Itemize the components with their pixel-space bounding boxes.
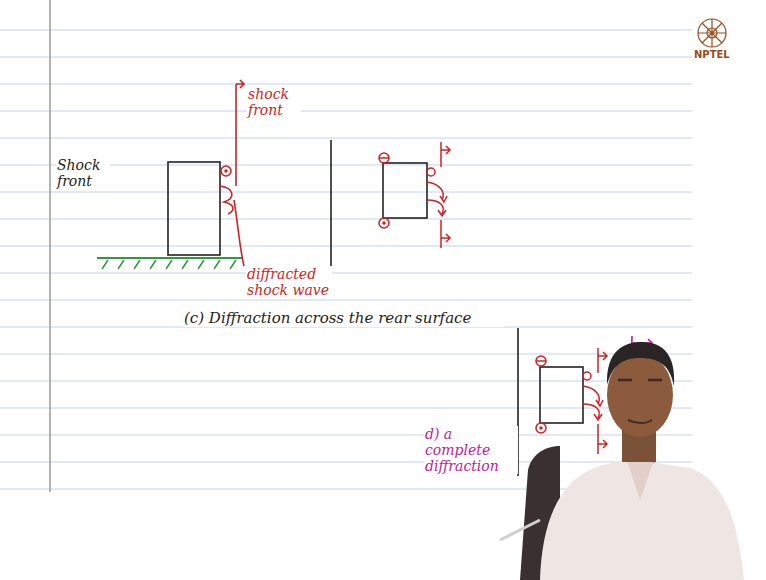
ruled-line bbox=[0, 462, 692, 463]
sketch-stroke bbox=[379, 153, 389, 163]
building-figure bbox=[97, 80, 331, 282]
ruled-line bbox=[0, 408, 692, 409]
sketch-stroke bbox=[540, 458, 744, 580]
ruled-line bbox=[0, 192, 692, 193]
sketch-stroke bbox=[225, 170, 227, 172]
presenter-figure bbox=[500, 342, 744, 580]
block-figure-2 bbox=[379, 142, 450, 248]
ruled-paper bbox=[0, 30, 692, 489]
ruled-line bbox=[0, 219, 692, 220]
ruled-line bbox=[0, 381, 692, 382]
sketch-stroke bbox=[427, 200, 446, 216]
sketch-stroke bbox=[379, 218, 389, 228]
sketch-stroke bbox=[102, 260, 236, 269]
sketch-stroke bbox=[583, 386, 603, 406]
shock-front-callout: shock front bbox=[247, 86, 301, 118]
sketch-stroke bbox=[598, 424, 607, 454]
sketch-stroke bbox=[536, 356, 546, 366]
sketch-stroke bbox=[379, 142, 450, 248]
sketch-stroke bbox=[698, 19, 726, 47]
sketch-stroke bbox=[607, 342, 674, 386]
ruled-line bbox=[0, 57, 692, 58]
sketch-stroke bbox=[220, 186, 233, 214]
sketch-stroke bbox=[234, 200, 244, 266]
sketch-stroke bbox=[536, 360, 546, 362]
sketch-stroke bbox=[235, 84, 237, 186]
sketch-stroke bbox=[220, 80, 244, 266]
logo-text: NPTEL bbox=[693, 49, 735, 61]
sketch-stroke bbox=[441, 220, 450, 248]
ruled-line bbox=[0, 138, 692, 139]
sketch-stroke bbox=[628, 420, 652, 423]
sketch-stroke bbox=[540, 367, 583, 423]
ruled-line bbox=[0, 111, 692, 112]
ruled-line bbox=[0, 273, 692, 274]
ruled-line bbox=[0, 84, 692, 85]
sketch-stroke bbox=[540, 427, 542, 429]
sketch-stroke bbox=[427, 168, 435, 176]
diffracted-wave-callout: diffracted shock wave bbox=[246, 266, 332, 298]
sketch-stroke bbox=[583, 404, 602, 420]
ruled-line bbox=[0, 300, 692, 301]
ruled-line bbox=[0, 354, 692, 355]
sketch-stroke bbox=[221, 166, 231, 176]
sketch-stroke bbox=[383, 222, 385, 224]
ruled-line bbox=[0, 30, 692, 31]
sketch-stroke bbox=[500, 520, 540, 540]
sketch-stroke bbox=[379, 157, 389, 159]
ruled-line bbox=[0, 435, 692, 436]
sketch-stroke bbox=[618, 379, 662, 382]
sketch-stroke bbox=[383, 163, 427, 218]
section-heading: d) a complete diffraction bbox=[424, 426, 518, 474]
sketch-stroke bbox=[536, 423, 546, 433]
sketch-stroke bbox=[536, 348, 607, 454]
sketch-stroke bbox=[598, 348, 607, 373]
margin-line bbox=[49, 0, 51, 492]
sketch-stroke bbox=[698, 19, 726, 47]
sketch-stroke bbox=[168, 162, 220, 255]
nptel-logo bbox=[698, 19, 726, 47]
section-heading: (c) Diffraction across the rear surface bbox=[183, 310, 505, 327]
shock-front-label: Shock front bbox=[56, 157, 110, 189]
sketch-stroke bbox=[626, 458, 654, 500]
sketch-stroke bbox=[583, 372, 591, 380]
sketch-stroke bbox=[236, 80, 244, 88]
sketch-stroke bbox=[427, 182, 447, 202]
sketch-stroke bbox=[441, 142, 450, 167]
ruled-line bbox=[0, 246, 692, 247]
sketch-stroke bbox=[97, 257, 242, 259]
sketch-stroke bbox=[330, 140, 332, 282]
